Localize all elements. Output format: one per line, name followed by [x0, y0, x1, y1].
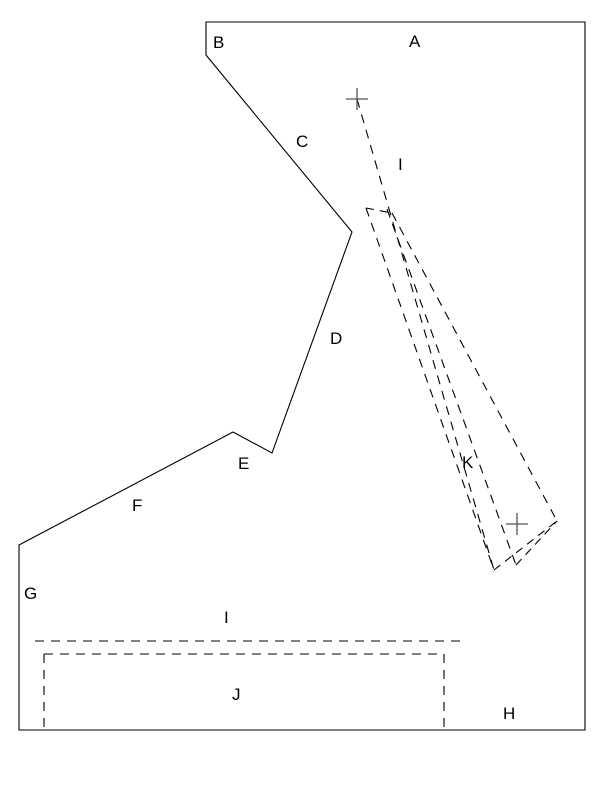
label-d: D: [330, 329, 342, 348]
crosshair-bottom-icon: [506, 513, 528, 535]
label-e: E: [238, 454, 249, 473]
label-b: B: [213, 33, 224, 52]
main-outline-path: [18, 21, 586, 731]
label-f: F: [132, 496, 142, 515]
dashed-elongated-bottom-cap-inner: [515, 520, 558, 566]
dashed-elongated-left-edge: [365, 207, 495, 571]
label-h: H: [503, 704, 515, 723]
label-j: J: [232, 685, 241, 704]
dashed-elongated-bottom-cap-outer: [493, 520, 558, 571]
label-g: G: [24, 584, 37, 603]
label-k: K: [462, 453, 474, 472]
dashed-elongated-middle-edge: [386, 208, 517, 566]
dashed-elongated-top-cap: [365, 207, 393, 214]
label-i-lower: I: [224, 608, 229, 627]
label-c: C: [296, 132, 308, 151]
label-a: A: [409, 32, 421, 51]
crosshair-top-icon: [346, 88, 368, 110]
label-i-upper: I: [398, 155, 403, 174]
dashed-guide-line: [356, 98, 495, 571]
dashed-elongated-right-edge: [391, 212, 558, 522]
dashed-inner-rectangle: [43, 653, 445, 730]
